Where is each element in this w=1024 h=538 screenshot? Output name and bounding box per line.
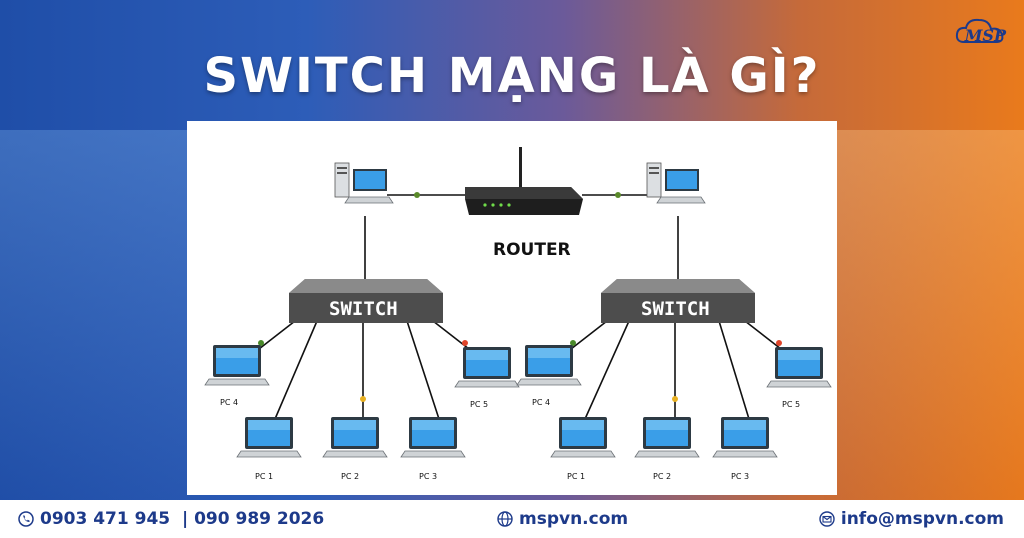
- pc-left-4: [204, 344, 270, 386]
- network-diagram: ROUTER SWITCH SWITCH PC 4 PC 5 PC 1 PC 2…: [187, 121, 837, 495]
- router-icon: [465, 147, 583, 215]
- globe-icon: [497, 511, 513, 527]
- pc-label: PC 3: [731, 472, 749, 481]
- pc-left-3: [400, 416, 466, 458]
- router-label: ROUTER: [493, 240, 571, 260]
- page-title: SWITCH MẠNG LÀ GÌ?: [203, 48, 821, 104]
- switch-right-label: SWITCH: [641, 298, 710, 320]
- pc-left-2: [322, 416, 388, 458]
- pc-label: PC 1: [567, 472, 585, 481]
- cloud-logo-icon: [955, 18, 1004, 43]
- pc-label: PC 2: [341, 472, 359, 481]
- email-text: info@mspvn.com: [840, 509, 1004, 529]
- pc-right-1: [550, 416, 616, 458]
- pc-label: PC 5: [782, 400, 800, 409]
- website-text: mspvn.com: [519, 509, 629, 529]
- pc-label: PC 5: [470, 400, 488, 409]
- background-room-left: [0, 130, 200, 500]
- pc-right-2: [634, 416, 700, 458]
- server-right: [646, 162, 706, 204]
- connection-lines: [258, 194, 782, 420]
- pc-right-3: [712, 416, 778, 458]
- footer-website[interactable]: mspvn.com: [497, 509, 628, 529]
- mail-icon: [819, 511, 835, 527]
- pc-left-5: [454, 346, 520, 388]
- background-room-right: [824, 130, 1024, 500]
- pc-label: PC 4: [220, 398, 238, 407]
- logo-text: MSP: [964, 26, 1006, 45]
- pc-label: PC 4: [532, 398, 550, 407]
- footer-bar: 0903 471 945 | 090 989 2026 mspvn.com in…: [0, 500, 1024, 538]
- pc-right-5: [766, 346, 832, 388]
- switch-left-label: SWITCH: [329, 298, 398, 320]
- phone-text: 0903 471 945 | 090 989 2026: [40, 509, 325, 529]
- server-left: [334, 162, 394, 204]
- footer-email[interactable]: info@mspvn.com: [819, 509, 1004, 529]
- pc-left-1: [236, 416, 302, 458]
- pc-label: PC 2: [653, 472, 671, 481]
- pc-label: PC 3: [419, 472, 437, 481]
- pc-label: PC 1: [255, 472, 273, 481]
- phone-icon: [18, 511, 34, 527]
- link-indicators: [258, 192, 782, 402]
- footer-phone[interactable]: 0903 471 945 | 090 989 2026: [18, 509, 324, 529]
- pc-right-4: [516, 344, 582, 386]
